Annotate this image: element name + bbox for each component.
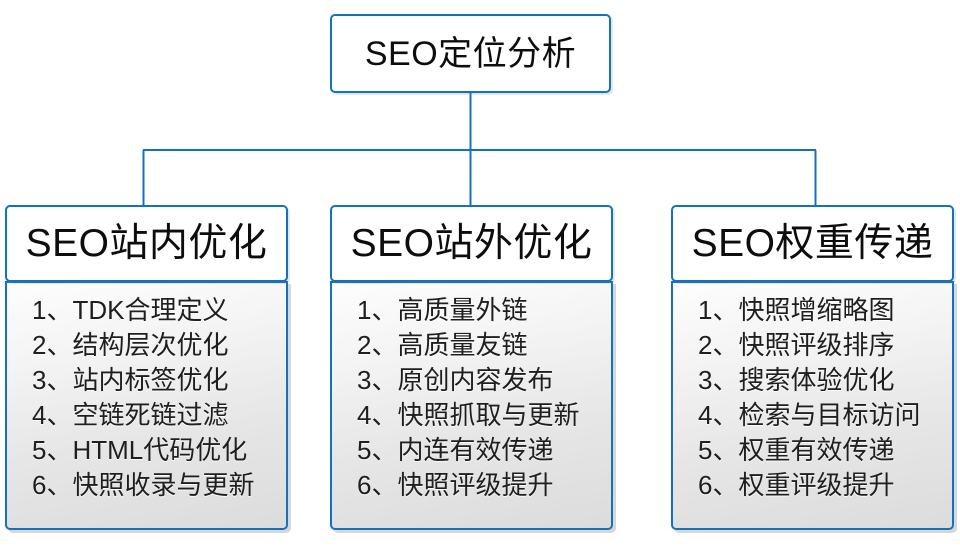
list-item: 6、权重评级提升 bbox=[698, 470, 895, 500]
list-item: 2、快照评级排序 bbox=[698, 330, 895, 360]
branch-column-1: SEO站内优化 1、TDK合理定义 2、结构层次优化 3、站内标签优化 4、空链… bbox=[5, 205, 288, 530]
list-item: 1、TDK合理定义 bbox=[32, 295, 229, 325]
branch-header-3[interactable]: SEO权重传递 bbox=[671, 205, 954, 282]
list-item: 1、高质量外链 bbox=[357, 295, 528, 325]
branch-body-2: 1、高质量外链 2、高质量友链 3、原创内容发布 4、快照抓取与更新 5、内连有… bbox=[330, 281, 613, 530]
list-item: 3、搜索体验优化 bbox=[698, 365, 895, 395]
branch-header-label-1: SEO站内优化 bbox=[25, 222, 268, 265]
root-node[interactable]: SEO定位分析 bbox=[330, 14, 611, 93]
list-item: 2、结构层次优化 bbox=[32, 330, 229, 360]
branch-item-list-3: 1、快照增缩略图 2、快照评级排序 3、搜索体验优化 4、检索与目标访问 5、权… bbox=[673, 293, 952, 503]
branch-column-3: SEO权重传递 1、快照增缩略图 2、快照评级排序 3、搜索体验优化 4、检索与… bbox=[671, 205, 954, 530]
list-item: 4、快照抓取与更新 bbox=[357, 400, 580, 430]
list-item: 5、内连有效传递 bbox=[357, 435, 554, 465]
branch-item-list-2: 1、高质量外链 2、高质量友链 3、原创内容发布 4、快照抓取与更新 5、内连有… bbox=[332, 293, 611, 503]
list-item: 6、快照收录与更新 bbox=[32, 470, 255, 500]
list-item: 6、快照评级提升 bbox=[357, 470, 554, 500]
list-item: 2、高质量友链 bbox=[357, 330, 528, 360]
branch-body-3: 1、快照增缩略图 2、快照评级排序 3、搜索体验优化 4、检索与目标访问 5、权… bbox=[671, 281, 954, 530]
branch-header-1[interactable]: SEO站内优化 bbox=[5, 205, 288, 282]
list-item: 5、HTML代码优化 bbox=[32, 435, 248, 465]
root-node-label: SEO定位分析 bbox=[364, 34, 577, 73]
branch-header-2[interactable]: SEO站外优化 bbox=[330, 205, 613, 282]
list-item: 3、站内标签优化 bbox=[32, 365, 229, 395]
list-item: 5、权重有效传递 bbox=[698, 435, 895, 465]
list-item: 3、原创内容发布 bbox=[357, 365, 554, 395]
list-item: 1、快照增缩略图 bbox=[698, 295, 895, 325]
list-item: 4、空链死链过滤 bbox=[32, 400, 229, 430]
branch-body-1: 1、TDK合理定义 2、结构层次优化 3、站内标签优化 4、空链死链过滤 5、H… bbox=[5, 281, 288, 530]
branch-header-label-2: SEO站外优化 bbox=[350, 222, 593, 265]
branch-header-label-3: SEO权重传递 bbox=[691, 222, 934, 265]
branch-item-list-1: 1、TDK合理定义 2、结构层次优化 3、站内标签优化 4、空链死链过滤 5、H… bbox=[7, 293, 286, 503]
branch-column-2: SEO站外优化 1、高质量外链 2、高质量友链 3、原创内容发布 4、快照抓取与… bbox=[330, 205, 613, 530]
list-item: 4、检索与目标访问 bbox=[698, 400, 921, 430]
